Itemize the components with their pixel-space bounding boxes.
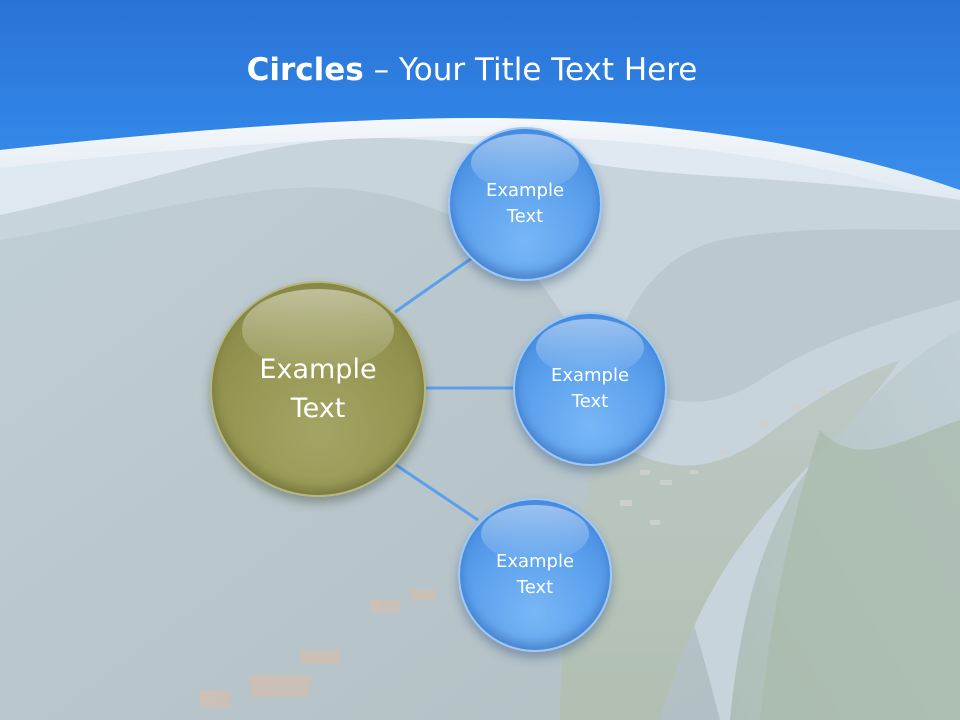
satellite-circle-bottom[interactable]: Example Text xyxy=(458,498,612,652)
slide-title: Circles – Your Title Text Here xyxy=(0,52,944,88)
satellite-circle-label: Example Text xyxy=(485,179,565,227)
header-band xyxy=(0,0,960,205)
satellite-circle-top[interactable]: Example Text xyxy=(448,127,602,281)
center-circle-label: Example Text xyxy=(259,353,377,424)
connector-top xyxy=(394,256,473,314)
title-rest-part: – Your Title Text Here xyxy=(363,52,698,88)
satellite-circle-label: Example Text xyxy=(550,364,630,412)
title-bold-part: Circles xyxy=(246,52,364,88)
satellite-circle-middle[interactable]: Example Text xyxy=(513,312,667,466)
satellite-circle-label: Example Text xyxy=(495,550,575,598)
connector-bottom xyxy=(395,463,479,522)
center-circle[interactable]: Example Text xyxy=(210,281,426,497)
